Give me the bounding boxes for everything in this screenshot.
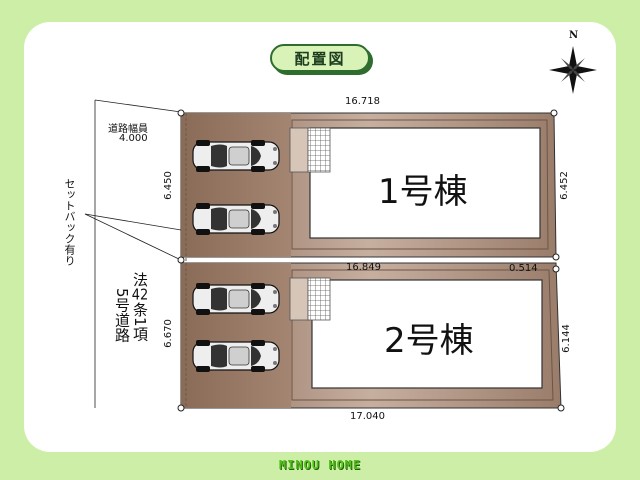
tile-1 — [307, 127, 331, 173]
dim-top: 16.718 — [345, 96, 380, 107]
car-icon — [192, 203, 280, 235]
dim-bottom: 17.040 — [350, 411, 385, 422]
road-width-value: 4.000 — [119, 133, 148, 144]
car-icon — [192, 140, 280, 172]
building-2-label: 2号棟 — [384, 321, 474, 361]
road-designation-col1: 法42条1項 — [131, 272, 149, 342]
compass-icon — [549, 46, 597, 94]
road-designation-col2: 5号道路 — [113, 288, 131, 343]
dim-left-upper: 6.450 — [162, 171, 174, 200]
setback-label: セットバック有り — [63, 178, 76, 266]
tile-2 — [307, 277, 331, 321]
compass-north-label: N — [569, 30, 579, 41]
building-1-label: 1号棟 — [378, 172, 468, 212]
road-width-label: 道路幅員 — [108, 124, 148, 135]
dim-right-upper: 6.452 — [558, 171, 570, 200]
building-2-footprint — [311, 279, 543, 389]
dim-middle-right: 0.514 — [509, 263, 538, 274]
page-title: 配置図 — [270, 44, 370, 72]
parking-area-1 — [181, 113, 291, 257]
dim-middle: 16.849 — [346, 262, 381, 273]
car-icon — [192, 340, 280, 372]
car-icon — [192, 283, 280, 315]
brand-logo: MINOU HOME — [278, 458, 362, 472]
building-1-footprint — [309, 127, 541, 239]
dim-right-lower: 6.144 — [560, 324, 572, 353]
entrance-1 — [289, 127, 309, 173]
entrance-2 — [289, 277, 309, 321]
dim-left-lower: 6.670 — [162, 319, 174, 348]
